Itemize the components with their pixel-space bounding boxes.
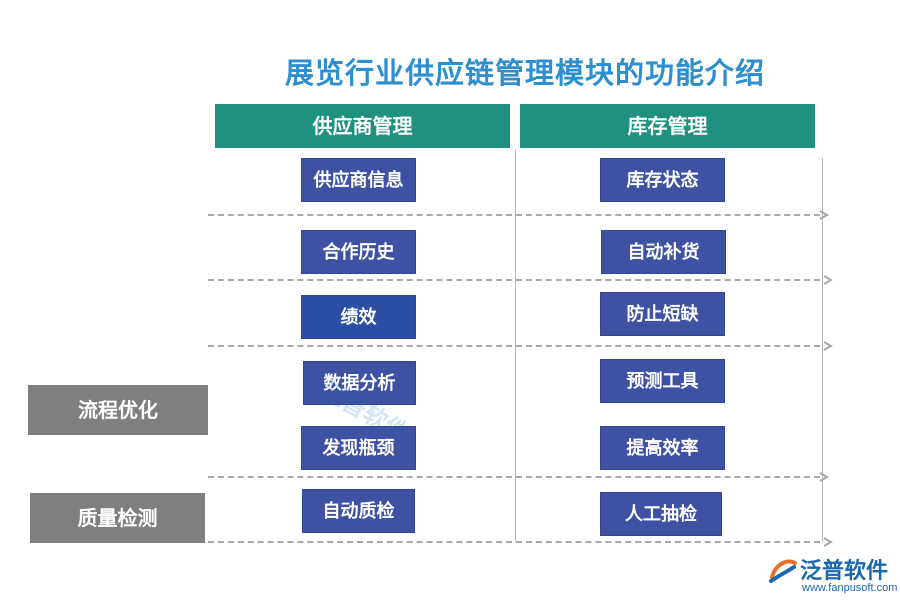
arrow-right-icon [819,472,829,482]
header-supplier-management: 供应商管理 [215,104,510,148]
box-performance: 绩效 [301,295,416,339]
arrow-right-icon [823,537,833,547]
dashed-separator [208,214,820,216]
dashed-separator [208,279,820,281]
dashed-separator [208,541,820,543]
logo-url: www.fanpusoft.com [802,582,898,594]
box-find-bottleneck: 发现瓶颈 [301,426,416,470]
side-label-process-optimization: 流程优化 [28,385,208,435]
arrow-right-icon [823,275,833,285]
box-supplier-info: 供应商信息 [301,158,416,202]
logo-mark-icon [769,559,797,583]
box-prevent-shortage: 防止短缺 [600,292,725,336]
box-improve-efficiency: 提高效率 [600,426,725,470]
diagram-title: 展览行业供应链管理模块的功能介绍 [284,56,765,90]
box-cooperation-history: 合作历史 [301,230,416,274]
arrow-right-icon [819,210,829,220]
brand-logo: 泛普软件 www.fanpusoft.com [768,553,898,599]
dashed-separator [208,476,820,478]
right-divider-line [822,158,823,542]
side-label-quality-inspection: 质量检测 [30,493,205,543]
box-auto-quality-check: 自动质检 [302,489,415,533]
dashed-separator [208,345,820,347]
box-data-analysis: 数据分析 [303,361,416,405]
box-manual-sampling: 人工抽检 [600,492,722,536]
logo-name: 泛普软件 [800,559,889,584]
header-inventory-management: 库存管理 [520,104,815,148]
box-forecast-tools: 预测工具 [600,359,725,403]
box-inventory-status: 库存状态 [600,158,725,202]
box-auto-replenish: 自动补货 [601,230,726,274]
arrow-right-icon [823,341,833,351]
